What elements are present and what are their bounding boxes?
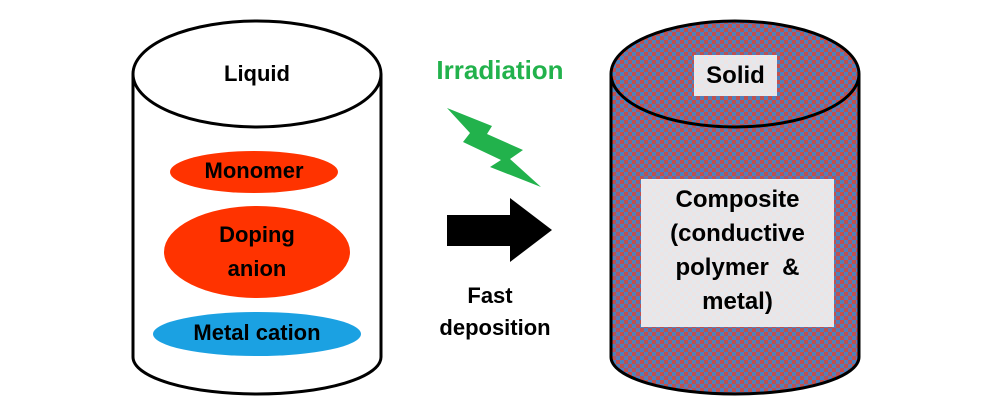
irradiation-label: Irradiation xyxy=(436,55,564,85)
liquid-cylinder-top xyxy=(131,19,383,129)
fast-deposition-label-line1: Fast xyxy=(467,283,513,308)
metal-cation-ellipse xyxy=(153,312,361,356)
right-arrow-icon xyxy=(447,198,552,262)
composite-label-line3: polymer & xyxy=(675,254,800,281)
metal-cation-label: Metal cation xyxy=(193,320,321,345)
composite-label-line1: Composite xyxy=(675,186,800,213)
liquid-label: Liquid xyxy=(224,61,290,86)
composite-label-line2: (conductive xyxy=(670,220,805,247)
monomer-ellipse xyxy=(170,151,338,193)
monomer-label: Monomer xyxy=(204,158,304,183)
solid-label-box xyxy=(694,55,777,96)
doping-anion-label-line1: Doping xyxy=(219,222,295,247)
composite-label-box xyxy=(641,179,834,327)
composite-label-line4: metal) xyxy=(702,288,773,315)
fast-deposition-label-line2: deposition xyxy=(439,315,551,340)
liquid-cylinder xyxy=(131,19,383,396)
doping-anion-ellipse xyxy=(164,206,350,298)
lightning-bolt-icon xyxy=(447,108,541,187)
doping-anion-label-line2: anion xyxy=(227,256,287,281)
solid-label: Solid xyxy=(706,62,765,89)
